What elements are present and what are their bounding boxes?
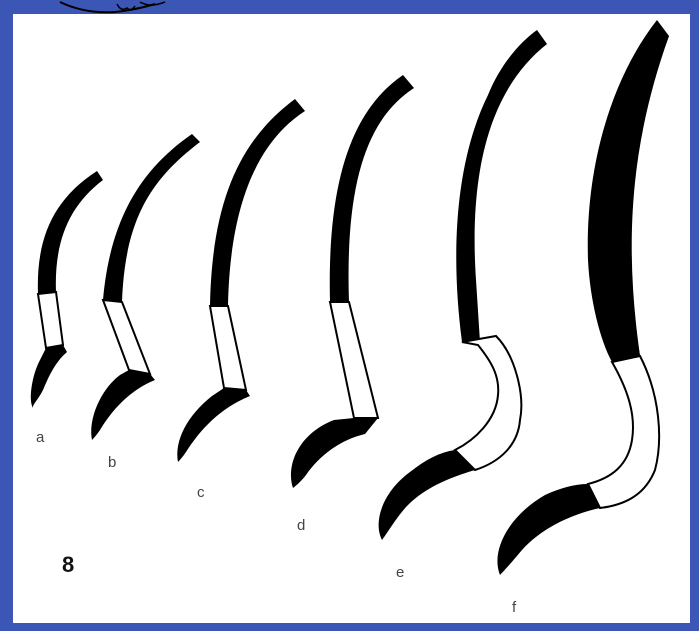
stage-label-d: d (297, 518, 305, 533)
stage-c-shape (177, 99, 305, 462)
stage-d-shape (291, 75, 414, 488)
stage-label-e: e (396, 565, 404, 580)
stage-label-f: f (512, 600, 516, 615)
figure-number: 8 (62, 554, 74, 576)
stage-b-shape (91, 134, 200, 440)
stage-label-c: c (197, 485, 205, 500)
stage-e-shape (379, 30, 547, 540)
stage-label-b: b (108, 455, 116, 470)
stage-a-shape (31, 171, 103, 408)
stage-f-shape (497, 20, 669, 575)
stage-label-a: a (36, 430, 44, 445)
